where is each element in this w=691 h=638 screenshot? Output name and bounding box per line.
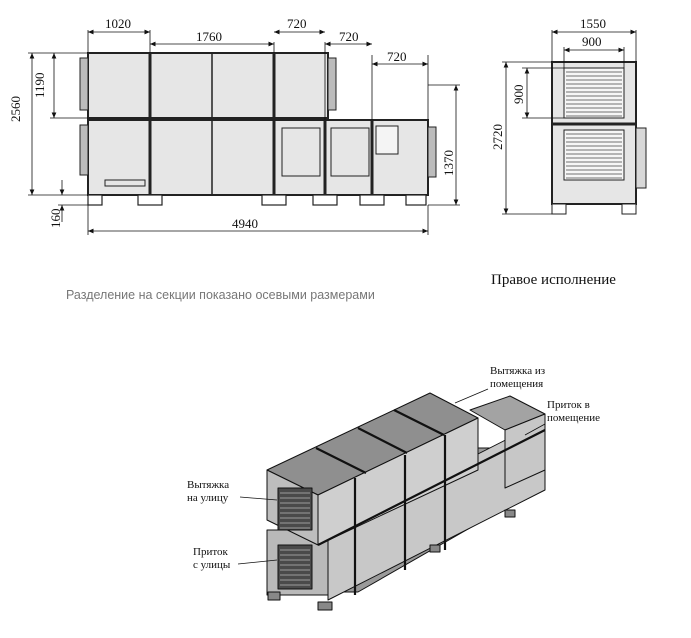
side-view: 1550 900 900 2720 [490, 16, 647, 215]
side-dim-inner: 900 [582, 34, 602, 49]
dim-top-2: 1760 [196, 29, 222, 44]
label-supply-to-room-1: Приток в [547, 399, 590, 411]
dim-right-height: 1370 [441, 150, 456, 176]
dim-foot: 160 [48, 209, 63, 229]
sections-note: Разделение на секции показано осевыми ра… [66, 288, 375, 302]
dim-total-width: 4940 [232, 216, 258, 231]
side-dim-width: 1550 [580, 16, 606, 31]
label-supply-to-room-2: помещение [547, 412, 600, 424]
side-dim-height: 2720 [490, 124, 505, 150]
dim-top-4: 720 [339, 29, 359, 44]
right-version-caption: Правое исполнение [491, 272, 616, 288]
isometric-view [266, 392, 546, 611]
upper-tier [87, 52, 329, 119]
side-dim-grille: 900 [511, 85, 526, 105]
dim-left-height: 2560 [8, 96, 23, 122]
label-exhaust-outside-2: на улицу [187, 492, 229, 504]
label-exhaust-outside-1: Вытяжка [187, 479, 229, 491]
label-supply-from-outside-1: Приток [193, 546, 228, 558]
label-exhaust-from-room-1: Вытяжка из [490, 365, 545, 377]
dim-top-3: 720 [287, 16, 307, 31]
dim-left-upper: 1190 [32, 72, 47, 98]
dim-top-5: 720 [387, 49, 407, 64]
iso-labels: Вытяжка из помещения Приток в помещение … [187, 365, 600, 571]
label-supply-from-outside-2: с улицы [193, 559, 231, 571]
dim-top-1: 1020 [105, 16, 131, 31]
front-view: 1020 1760 720 720 720 2560 1190 160 1370 [8, 16, 460, 235]
label-exhaust-from-room-2: помещения [490, 378, 543, 390]
